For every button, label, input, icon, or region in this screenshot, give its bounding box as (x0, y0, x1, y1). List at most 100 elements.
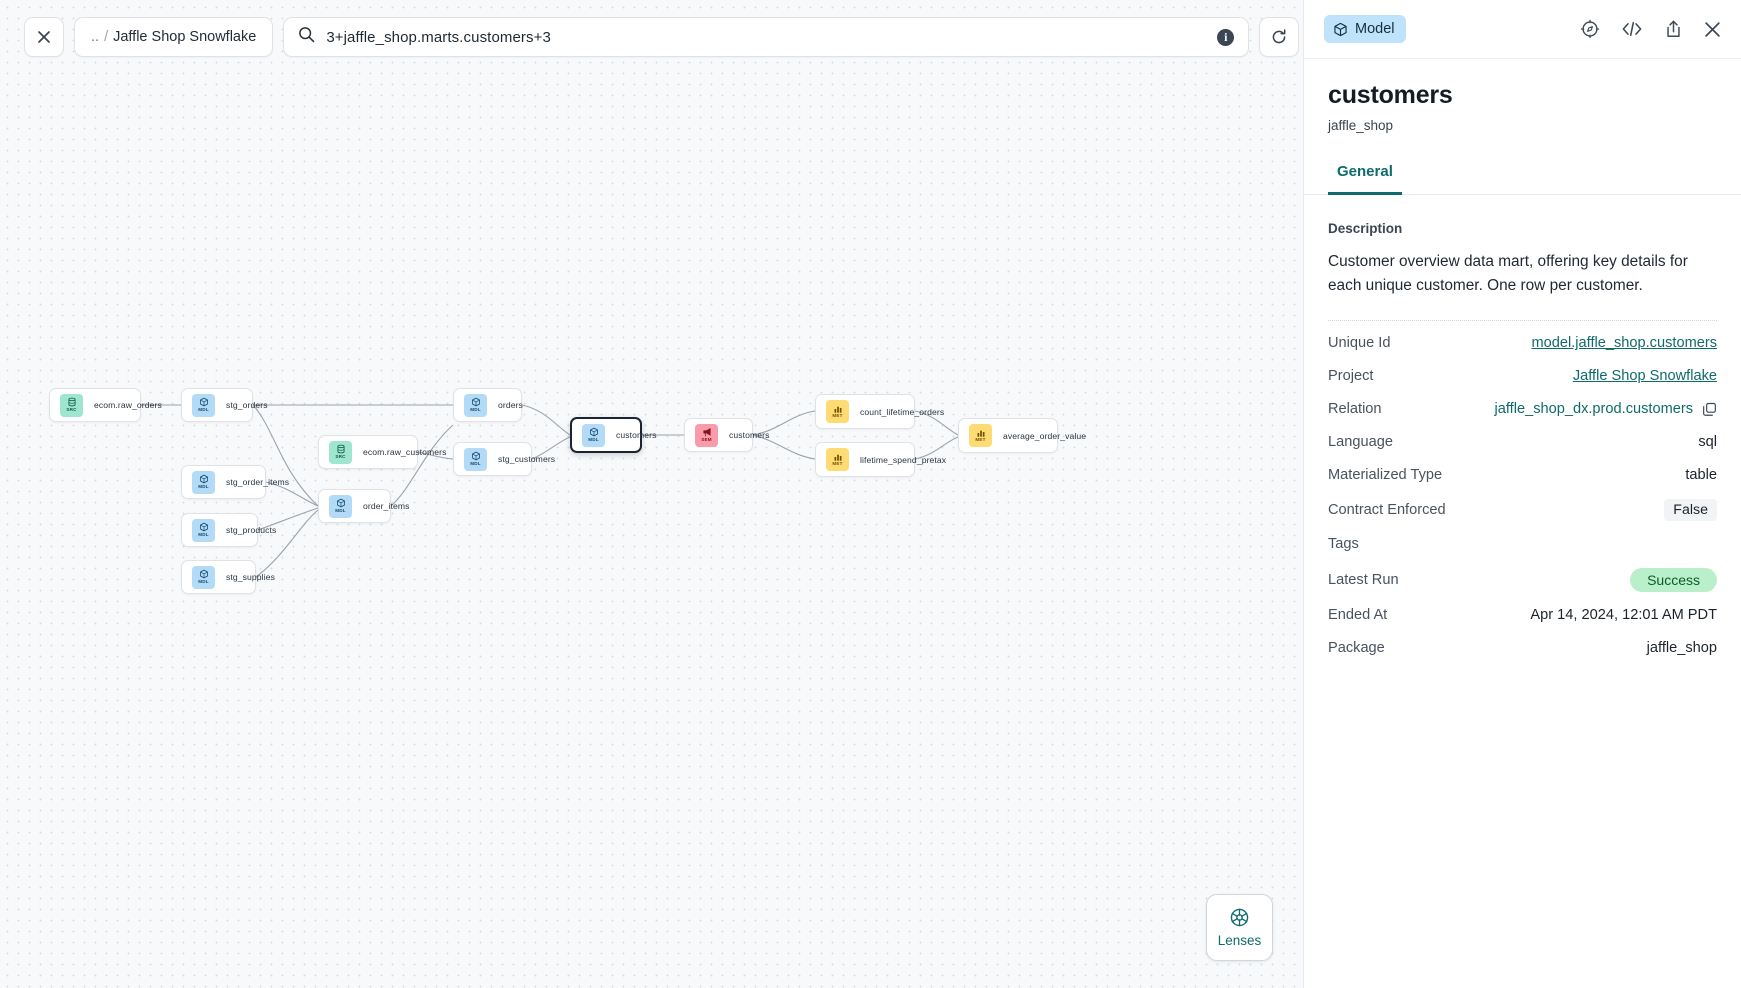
graph-node-label: stg_orders (226, 400, 268, 410)
lenses-button[interactable]: Lenses (1206, 894, 1273, 961)
graph-node-label: order_items (363, 501, 410, 511)
compass-icon[interactable] (1580, 19, 1600, 39)
breadcrumb-separator: / (104, 29, 109, 45)
status-badge: Success (1630, 567, 1717, 592)
metadata-key: Materialized Type (1328, 467, 1443, 484)
breadcrumb-project: Jaffle Shop Snowflake (113, 29, 257, 45)
breadcrumb[interactable]: .. / Jaffle Shop Snowflake (74, 17, 274, 57)
details-panel-body: Description Customer overview data mart,… (1304, 195, 1741, 988)
page-subtitle: jaffle_shop (1328, 118, 1394, 133)
metadata-value[interactable]: model.jaffle_shop.customers (1531, 335, 1718, 352)
metadata-value-wrap: False (1664, 498, 1717, 521)
metadata-key: Project (1328, 368, 1374, 385)
node-type-tag: MDL (198, 531, 209, 537)
description-label: Description (1328, 221, 1403, 236)
metadata-row: Package jaffle_shop (1328, 632, 1717, 665)
metadata-row: Tags (1328, 528, 1717, 561)
metadata-row: Latest Run Success (1328, 561, 1717, 599)
breadcrumb-dots: .. (91, 29, 100, 45)
metadata-key: Tags (1328, 536, 1359, 553)
graph-node-stg_supplies[interactable]: MDL stg_supplies (181, 560, 275, 594)
mdl-badge-icon: MDL (192, 565, 215, 589)
metadata-value[interactable]: Jaffle Shop Snowflake (1572, 368, 1717, 385)
close-lineage-button[interactable] (24, 17, 64, 57)
lenses-label: Lenses (1217, 933, 1262, 948)
search-info-icon[interactable]: i (1217, 28, 1235, 46)
node-type-tag: MDL (470, 460, 481, 466)
code-icon[interactable] (1621, 20, 1643, 38)
metadata-value-wrap: Success (1630, 567, 1717, 592)
description-text: Customer overview data mart, offering ke… (1328, 253, 1688, 294)
lineage-canvas[interactable]: .. / Jaffle Shop Snowflake i (0, 0, 1303, 988)
mdl-badge-icon: MDL (464, 447, 487, 471)
node-type-tag: MET (832, 461, 843, 467)
refresh-button[interactable] (1259, 17, 1300, 57)
lineage-search-bar[interactable]: i (283, 17, 1250, 57)
graph-node-average_order_value[interactable]: MET average_order_value (958, 418, 1086, 453)
graph-node-order_items[interactable]: MDL order_items (318, 489, 409, 523)
graph-node-label: average_order_value (1003, 430, 1087, 441)
met-badge-icon: MET (969, 424, 992, 447)
mdl-badge-icon: MDL (464, 393, 487, 417)
met-badge-icon: MET (826, 448, 849, 471)
metadata-row: Materialized Type table (1328, 459, 1717, 492)
share-icon[interactable] (1664, 19, 1683, 39)
search-input[interactable] (326, 28, 1218, 46)
copy-icon[interactable] (1702, 402, 1717, 417)
node-type-tag: MET (975, 437, 986, 443)
metadata-row: Contract Enforced False (1328, 492, 1717, 528)
metadata-value-wrap: table (1685, 467, 1717, 483)
mdl-badge-icon: MDL (582, 423, 605, 447)
node-type-tag: MDL (198, 578, 209, 584)
resource-type-label: Model (1355, 21, 1395, 37)
node-type-tag: SEM (701, 436, 712, 442)
details-tabs: General (1304, 159, 1741, 195)
metadata-value-wrap: model.jaffle_shop.customers (1532, 335, 1718, 351)
graph-node-label: ecom.raw_customers (363, 447, 447, 457)
node-type-tag: MDL (335, 507, 346, 513)
graph-node-label: orders (498, 400, 523, 410)
tab-general[interactable]: General (1328, 159, 1402, 195)
metadata-value-wrap: jaffle_shop_dx.prod.customers (1495, 401, 1717, 417)
node-type-tag: MDL (588, 436, 599, 442)
metadata-key: Unique Id (1328, 335, 1391, 352)
graph-node-label: lifetime_spend_pretax (860, 454, 947, 465)
metadata-value-wrap: Apr 14, 2024, 12:01 AM PDT (1530, 607, 1717, 623)
cube-icon (1334, 22, 1347, 36)
metadata-value-wrap: jaffle_shop (1647, 640, 1717, 656)
metadata-value: table (1685, 467, 1717, 484)
details-panel-header: Model (1304, 0, 1741, 59)
metadata-key: Latest Run (1328, 571, 1399, 588)
graph-node-customers_semantic[interactable]: SEM customers (684, 418, 769, 452)
close-panel-icon[interactable] (1704, 21, 1721, 38)
node-type-tag: MDL (470, 406, 481, 412)
resource-type-badge[interactable]: Model (1324, 15, 1406, 43)
details-panel: Model (1303, 0, 1741, 988)
graph-node-label: customers (729, 430, 770, 440)
metadata-key: Contract Enforced (1328, 501, 1446, 518)
metadata-key: Package (1328, 640, 1385, 657)
lineage-edge (255, 509, 319, 578)
section-divider (1328, 319, 1717, 321)
metadata-value: False (1664, 498, 1717, 521)
src-badge-icon: SRC (60, 393, 83, 417)
lineage-edge (521, 404, 571, 436)
mdl-badge-icon: MDL (192, 518, 215, 542)
graph-node-label: stg_supplies (226, 572, 275, 582)
metadata-row: Relation jaffle_shop_dx.prod.customers (1328, 393, 1717, 426)
graph-node-orders[interactable]: MDL orders (453, 388, 523, 422)
metadata-value[interactable]: jaffle_shop_dx.prod.customers (1494, 401, 1693, 418)
graph-node-lifetime_spend_pretax[interactable]: MET lifetime_spend_pretax (815, 442, 946, 477)
metadata-key: Relation (1328, 401, 1382, 418)
close-icon (38, 31, 50, 43)
